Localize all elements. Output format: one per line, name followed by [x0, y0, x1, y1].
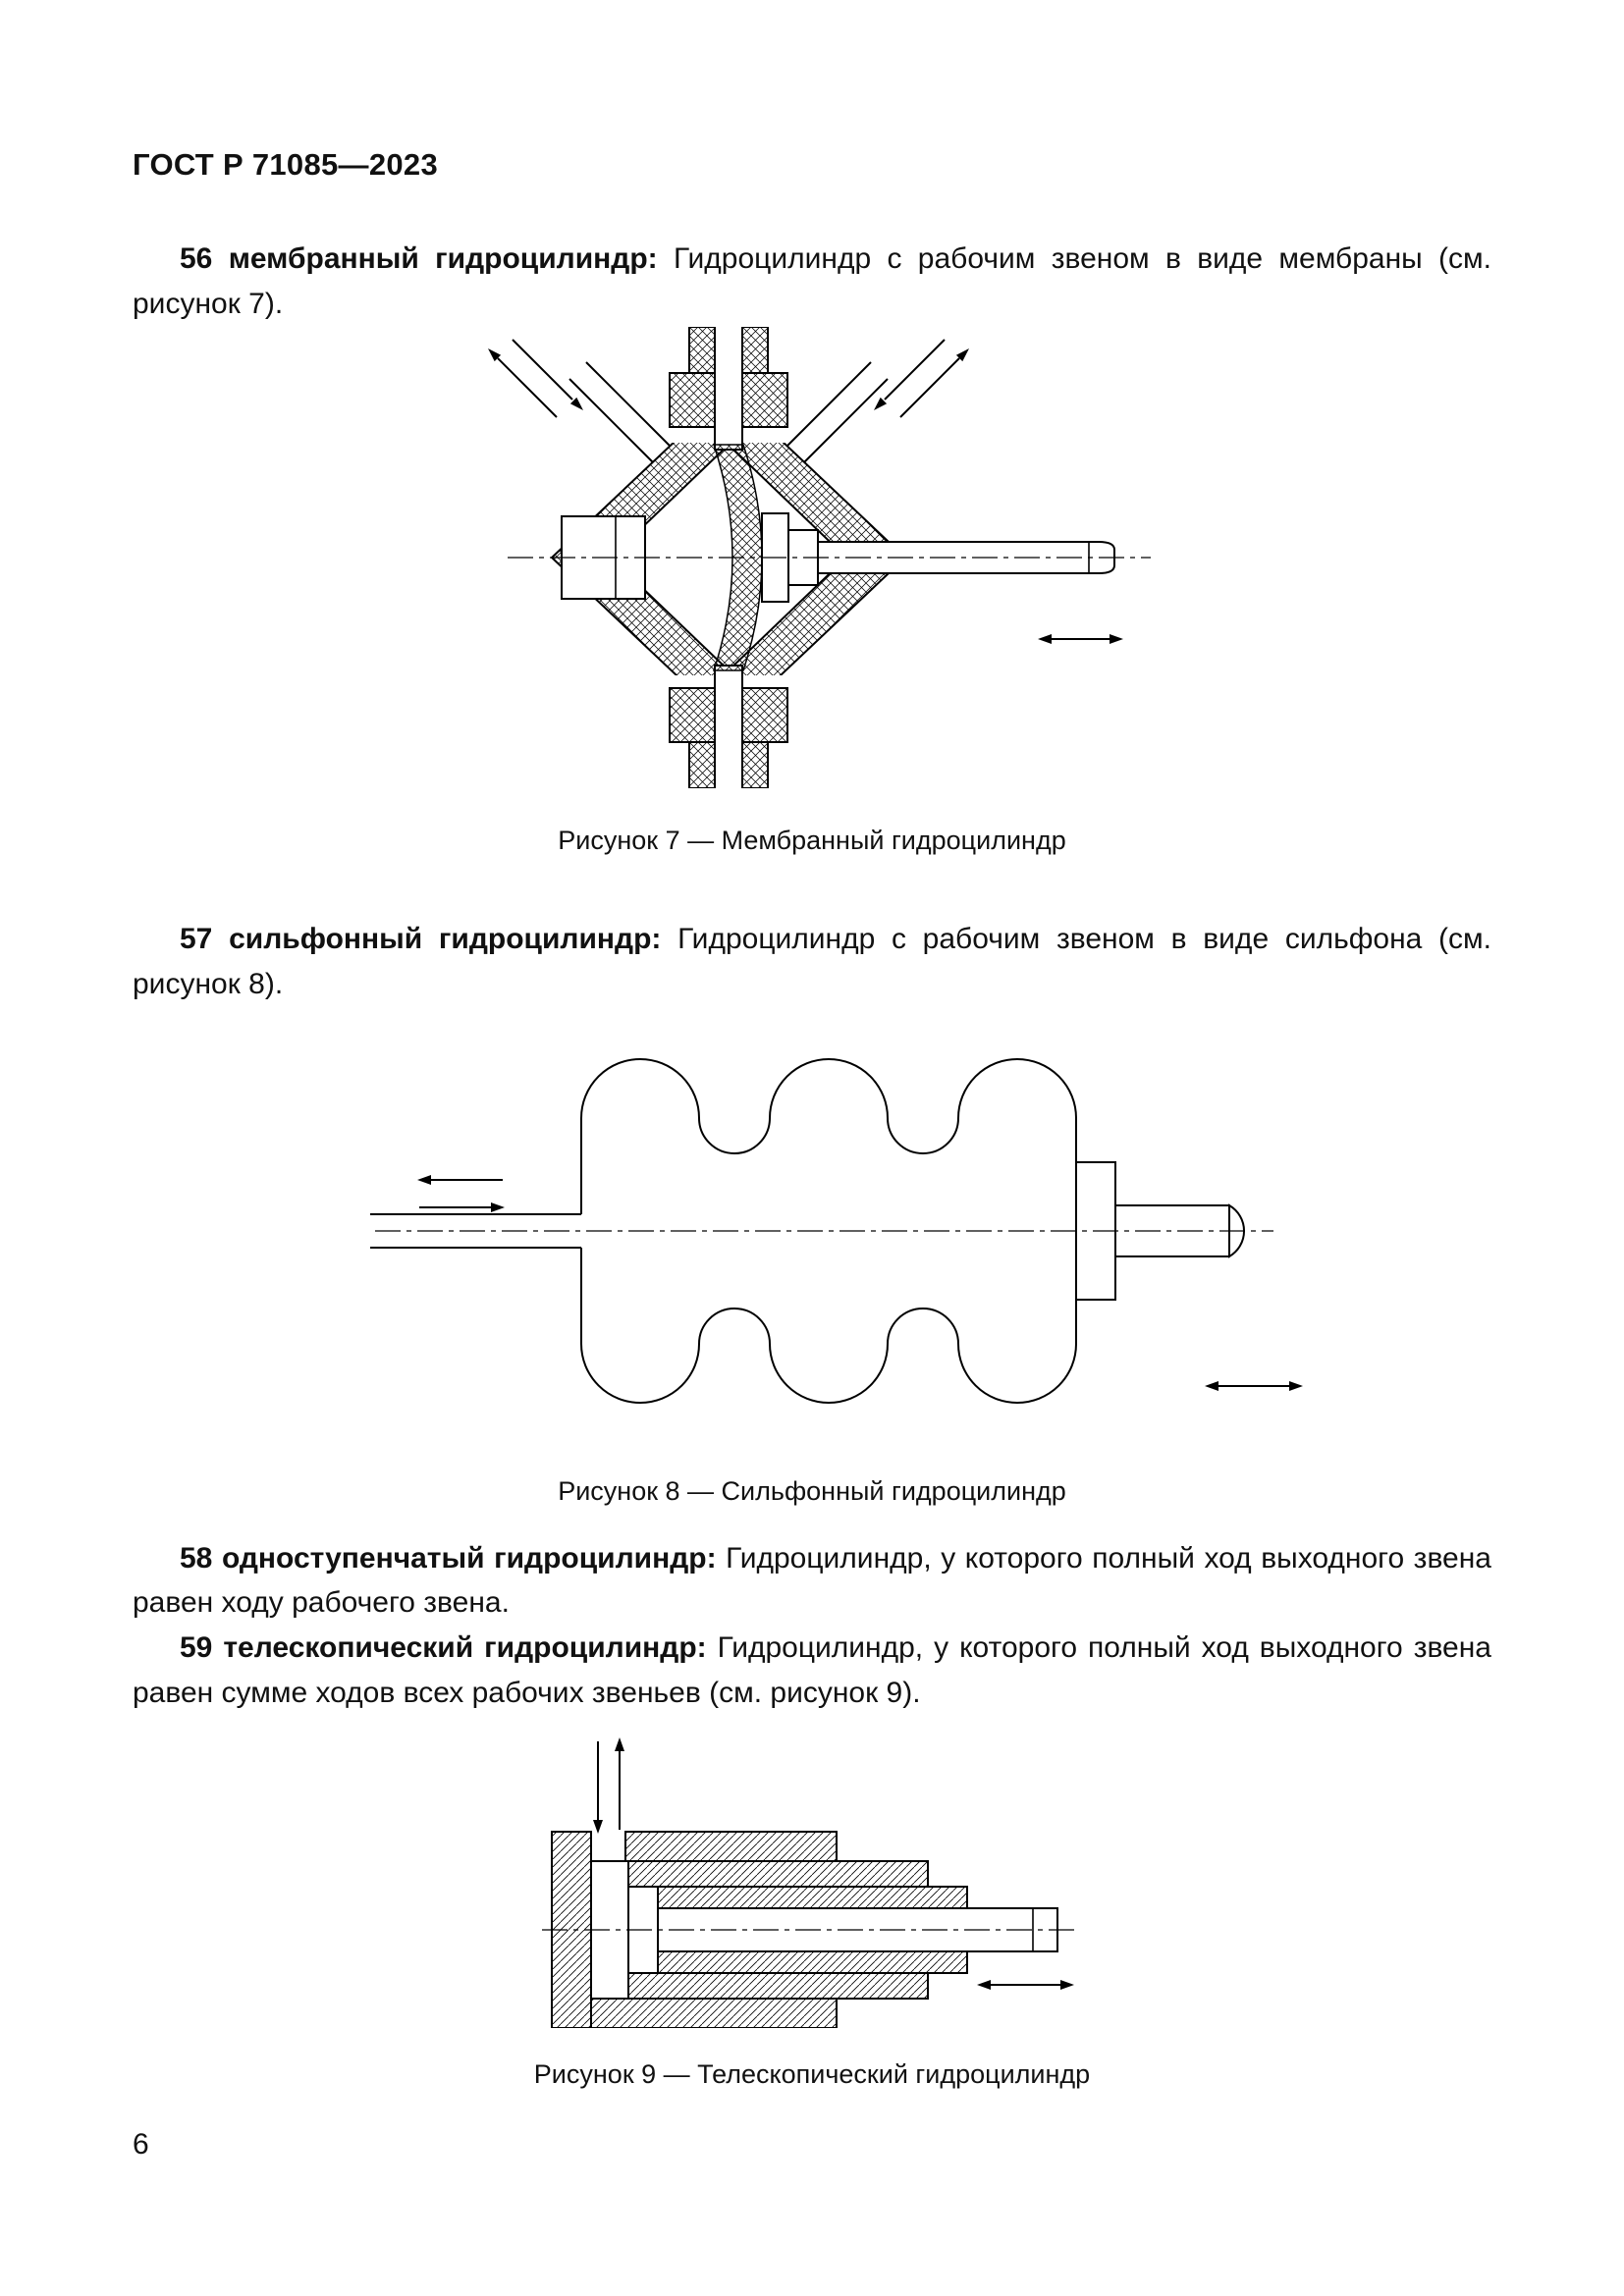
document-header: ГОСТ Р 71085—2023 — [133, 147, 438, 182]
term-56-number: 56 — [180, 242, 213, 275]
term-59-number: 59 — [180, 1631, 213, 1665]
term-58-term: одноступенчатый гидроцилиндр: — [221, 1541, 717, 1575]
stroke-arrow — [1038, 633, 1123, 644]
figure-7-caption: Рисунок 7 — Мембранный гидроцилиндр — [558, 825, 1066, 855]
port-flow-arrows — [593, 1737, 624, 1835]
term-59-definition: Гидроцилиндр, у которого полный ход выхо… — [133, 1631, 1491, 1710]
flow-arrows — [417, 1174, 505, 1212]
figure-8-caption: Рисунок 8 — Сильфонный гидроцилиндр — [558, 1475, 1066, 1506]
term-56-definition: Гидроцилиндр с рабочим звеном в виде мем… — [133, 242, 1491, 320]
term-57: 57 сильфонный гидроцилиндр: Гидроцилиндр… — [133, 917, 1491, 1007]
term-57-term: сильфонный гидроцилиндр: — [229, 922, 662, 955]
term-56-term: мембранный гидроцилиндр: — [228, 242, 658, 275]
bottom-port-pipe — [669, 664, 788, 788]
figure-8: Рисунок 8 — Сильфонный гидроцилиндр — [133, 1015, 1491, 1507]
term-59: 59 телескопический гидроцилиндр: Гидроци… — [133, 1626, 1491, 1716]
term-57-number: 57 — [180, 922, 213, 955]
figure-9: Рисунок 9 — Телескопический гидроцилиндр — [133, 1734, 1491, 2090]
upper-right-pipe — [786, 361, 889, 463]
term-57-definition: Гидроцилиндр с рабочим звеном в виде сил… — [133, 922, 1491, 1000]
inlet-tube — [370, 1212, 581, 1249]
figure-7: Рисунок 7 — Мембранный гидроцилиндр — [133, 326, 1491, 856]
term-58: 58 одноступенчатый гидроцилиндр: Гидроци… — [133, 1536, 1491, 1627]
figure-7-drawing — [488, 326, 1151, 788]
term-58-number: 58 — [180, 1541, 213, 1575]
term-59-term: телескопический гидроцилиндр: — [223, 1631, 707, 1665]
figure-9-caption: Рисунок 9 — Телескопический гидроцилиндр — [533, 2059, 1091, 2090]
flow-arrows-left — [488, 339, 583, 418]
flow-arrows-right — [874, 339, 969, 418]
stroke-arrow — [977, 1980, 1074, 1991]
upper-left-pipe — [568, 361, 671, 463]
top-port-pipe — [669, 326, 788, 451]
figure-9-drawing — [542, 1737, 1079, 2029]
outer-barrel — [551, 1831, 838, 2029]
stroke-arrow — [1205, 1380, 1303, 1391]
figure-8-drawing — [370, 1057, 1303, 1404]
term-56: 56 мембранный гидроцилиндр: Гидроцилиндр… — [133, 237, 1491, 327]
page-number: 6 — [133, 2128, 149, 2161]
term-58-definition: Гидроцилиндр, у которого полный ход выхо… — [133, 1541, 1491, 1620]
